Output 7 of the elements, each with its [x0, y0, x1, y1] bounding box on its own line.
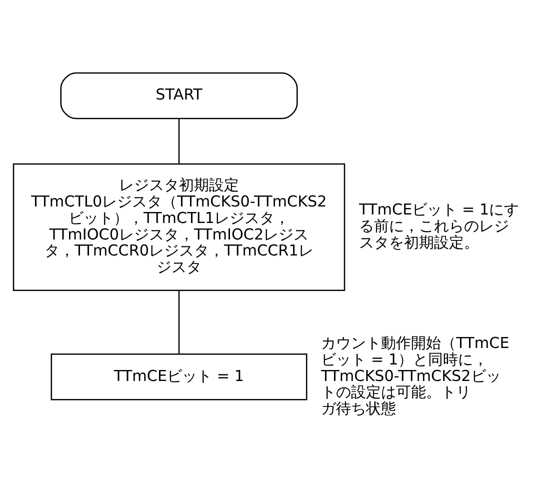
node-label: TTmCEビット = 1にする前に，これらのレジスタを初期設定。 [359, 200, 520, 252]
node-box: START [60, 72, 298, 120]
node-label: カウント動作開始（TTmCEビット = 1）と同時に，TTmCKS0-TTmCKS2ビットの設定は可能。トリガ待ち状態 [321, 334, 510, 418]
node-box: TTmCEビット = 1 [50, 354, 308, 400]
node-box: レジスタ初期設定 TTmCTL0レジスタ（TTmCKS0-TTmCKS2ビット），TTmCTL1レジスタ，TTmIOC0レジスタ，TTmIOC2レジスタ，TTmCCR0レジスタ，TTmCCR1レジスタ [12, 163, 346, 291]
connector [178, 118, 180, 164]
connector [178, 290, 180, 354]
